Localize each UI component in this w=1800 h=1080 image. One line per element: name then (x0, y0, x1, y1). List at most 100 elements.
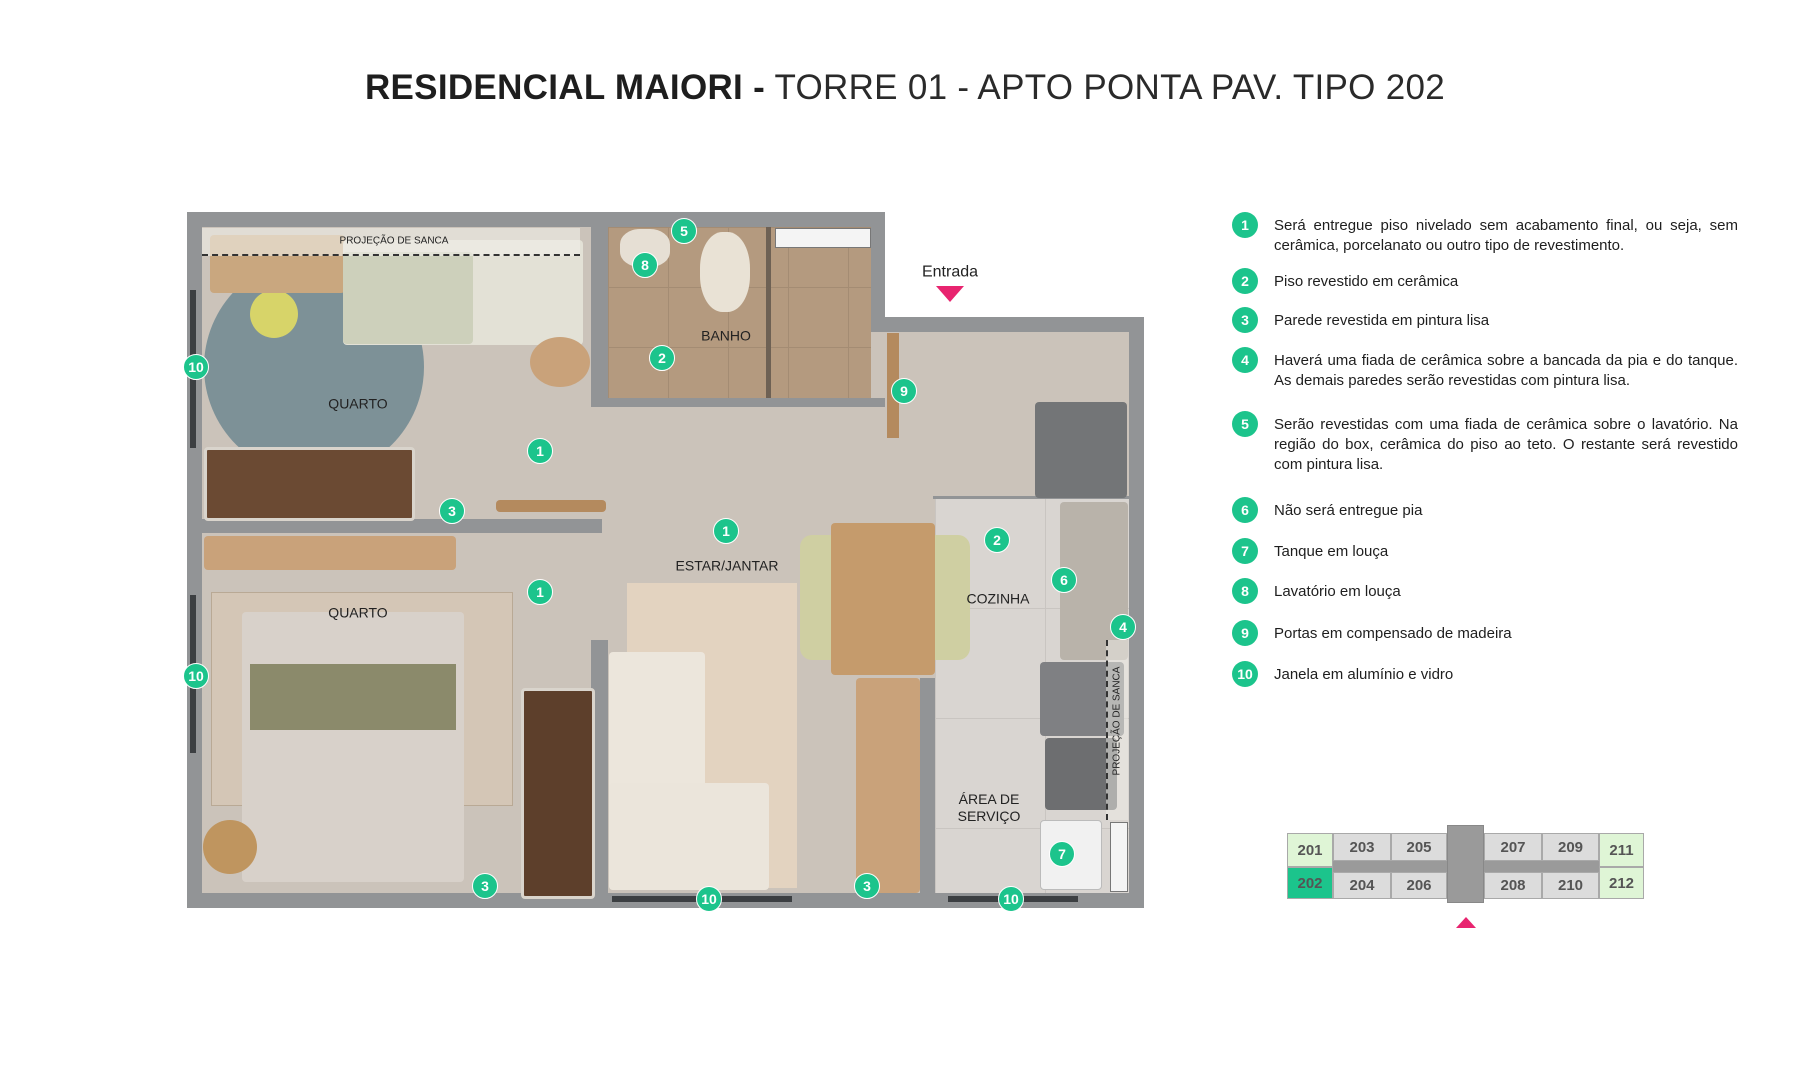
legend-text: Parede revestida em pintura lisa (1274, 312, 1490, 329)
legend-number: 7 (1232, 538, 1258, 564)
bedroom2-desk (204, 536, 456, 570)
legend-number: 6 (1232, 497, 1258, 523)
legend-number: 8 (1232, 578, 1258, 604)
unit-207: 207 (1484, 833, 1542, 861)
marker-door: 9 (891, 378, 917, 404)
marker-window: 10 (696, 886, 722, 912)
dining-table (831, 523, 935, 675)
unit-208: 208 (1484, 872, 1542, 899)
marker-bath-tile: 5 (671, 218, 697, 244)
legend-text: Será entregue piso nivelado sem acabamen… (1274, 217, 1738, 254)
unit-202-selected: 202 (1287, 867, 1333, 899)
bed-blanket (343, 252, 473, 344)
unit-211: 211 (1599, 833, 1644, 867)
door-bedroom1 (496, 500, 606, 512)
marker-floor: 1 (713, 518, 739, 544)
legend-number: 1 (1232, 212, 1258, 238)
legend-text: Janela em alumínio e vidro (1274, 666, 1454, 683)
marker-counter-tile: 4 (1110, 614, 1136, 640)
title-light: TORRE 01 - APTO PONTA PAV. TIPO 202 (765, 68, 1446, 107)
label-banho: BANHO (701, 327, 751, 344)
marker-floor: 1 (527, 579, 553, 605)
legend-item: 6 Não será entregue pia (1232, 497, 1742, 523)
unit-205: 205 (1391, 833, 1447, 861)
wardrobe-1 (204, 447, 415, 521)
legend-number: 10 (1232, 661, 1258, 687)
key-plan-entrance-arrow-icon (1456, 917, 1476, 928)
side-table-plant (530, 337, 590, 387)
marker-sink: 6 (1051, 567, 1077, 593)
toilet (700, 232, 750, 312)
marker-ceramic-floor: 2 (984, 527, 1010, 553)
legend-item: 8 Lavatório em louça (1232, 578, 1742, 604)
label-cozinha: COZINHA (966, 590, 1030, 607)
unit-210: 210 (1542, 872, 1599, 899)
legend-text: Haverá uma fiada de cerâmica sobre a ban… (1274, 352, 1738, 389)
legend-number: 2 (1232, 268, 1258, 294)
entrance-label: Entrada (921, 263, 979, 281)
legend-number: 5 (1232, 411, 1258, 437)
legend-number: 9 (1232, 620, 1258, 646)
unit-209: 209 (1542, 833, 1599, 861)
marker-floor: 1 (527, 438, 553, 464)
legend-number: 4 (1232, 347, 1258, 373)
marker-wall: 3 (439, 498, 465, 524)
legend-number: 3 (1232, 307, 1258, 333)
unit-206: 206 (1391, 872, 1447, 899)
page-title: RESIDENCIAL MAIORI - TORRE 01 - APTO PON… (0, 68, 1800, 108)
legend-item: 5 Serão revestidas com uma fiada de cerâm… (1232, 411, 1742, 475)
wall-bath-bottom (591, 398, 885, 407)
bed-throw (250, 664, 456, 730)
marker-ceramic-floor: 2 (649, 345, 675, 371)
double-bed (242, 612, 464, 882)
legend-item: 3 Parede revestida em pintura lisa (1232, 307, 1742, 333)
marker-window: 10 (183, 354, 209, 380)
legend-item: 2 Piso revestido em cerâmica (1232, 268, 1742, 294)
label-quarto-1: QUARTO (328, 395, 388, 412)
sofa-chaise (609, 783, 769, 890)
label-area-servico-line1: ÁREA DE (958, 791, 1020, 807)
pouf (250, 290, 298, 338)
wall-kitchen-left (920, 678, 935, 908)
marker-wall: 3 (854, 873, 880, 899)
washing-machine (1045, 738, 1117, 810)
legend-text: Lavatório em louça (1274, 583, 1401, 600)
wall-bedrooms (202, 519, 602, 533)
label-area-servico-line2: SERVIÇO (957, 808, 1021, 824)
title-bold: RESIDENCIAL MAIORI - (364, 68, 766, 107)
sideboard (856, 678, 920, 893)
unit-212: 212 (1599, 867, 1644, 899)
legend-text: Tanque em louça (1274, 543, 1389, 560)
entrance-arrow-icon (936, 286, 964, 302)
marker-wall: 3 (472, 873, 498, 899)
marker-window: 10 (183, 663, 209, 689)
bath-window-shaft (775, 228, 871, 248)
nightstand (203, 820, 257, 874)
unit-201: 201 (1287, 833, 1333, 867)
sanca-projection-top (202, 228, 580, 256)
label-sanca-side: PROJEÇÃO DE SANCA (1111, 666, 1123, 776)
marker-tank: 7 (1049, 841, 1075, 867)
wall-bath-left (591, 212, 608, 406)
legend-text: Piso revestido em cerâmica (1274, 273, 1459, 290)
fridge (1035, 402, 1127, 498)
legend-item: 7 Tanque em louça (1232, 538, 1742, 564)
label-estar-jantar: ESTAR/JANTAR (675, 557, 779, 574)
label-sanca-top: PROJEÇÃO DE SANCA (339, 235, 449, 247)
legend-text: Serão revestidas com uma fiada de cerâmi… (1274, 416, 1738, 473)
unit-204: 204 (1333, 872, 1391, 899)
legend-item: 4 Haverá uma fiada de cerâmica sobre a ba… (1232, 347, 1742, 391)
label-quarto-2: QUARTO (328, 604, 388, 621)
box-divider (766, 227, 771, 399)
legend-text: Portas em compensado de madeira (1274, 625, 1512, 642)
unit-203: 203 (1333, 833, 1391, 861)
key-plan-core (1447, 825, 1484, 903)
marker-washbasin: 8 (632, 252, 658, 278)
marker-window: 10 (998, 886, 1024, 912)
legend-item: 10 Janela em alumínio e vidro (1232, 661, 1742, 687)
legend-text: Não será entregue pia (1274, 502, 1423, 519)
wardrobe-2 (521, 688, 595, 899)
legend-item: 9 Portas em compensado de madeira (1232, 620, 1742, 646)
wall-kitchen-top (933, 496, 1129, 499)
